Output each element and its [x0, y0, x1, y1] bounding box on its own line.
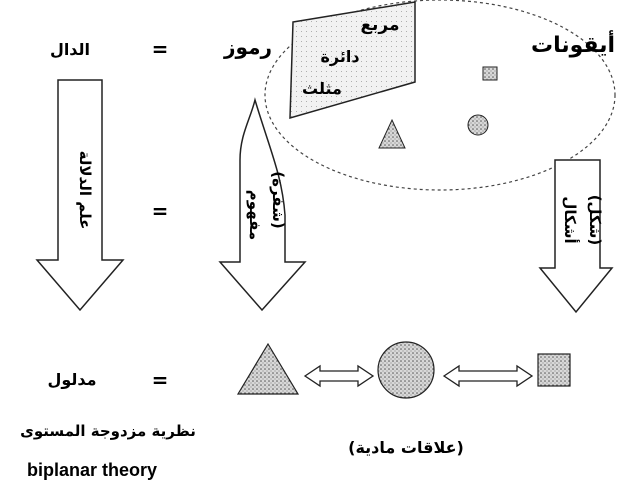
material-relations-caption: (علاقات مادية) [348, 438, 464, 457]
equals-middle: = [152, 199, 169, 223]
inset-box [289, 1, 416, 120]
code-arrow-label: (شفرة) [269, 171, 287, 228]
double-arrow-left [303, 364, 375, 388]
form-arrow-label: (شكل) [586, 195, 604, 246]
signifier-label: الدال [50, 40, 90, 59]
ellipse-circle-shape [467, 114, 489, 136]
form-arrow [538, 159, 614, 314]
semiology-arrow [35, 79, 125, 312]
code-arrow [218, 97, 307, 312]
inset-box-square: مربع [360, 15, 399, 35]
ellipse-square-shape [482, 66, 498, 81]
equals-top: = [152, 37, 169, 61]
semiology-arrow-label: علم الدلالة [76, 151, 94, 230]
abstract-arrow-label: مفهوم [246, 190, 264, 240]
inset-box-circle: دائرة [320, 47, 359, 66]
bottom-triangle [236, 342, 300, 395]
icons-ellipse [264, 0, 616, 191]
icons-label: أيقونات [531, 29, 615, 58]
bottom-square [537, 353, 571, 387]
bottom-circle [377, 341, 435, 399]
ellipse-triangle-shape [378, 118, 406, 149]
symbols-label: رموز [223, 35, 272, 59]
inset-box-triangle: مثلث [302, 79, 342, 98]
theory-caption-ar: نظرية مزدوجة المستوى [20, 422, 196, 440]
theory-caption-en: biplanar theory [27, 460, 157, 480]
double-arrow-right [442, 364, 534, 388]
equals-bottom: = [152, 368, 169, 392]
shapes-arrow-label: أشكال [561, 196, 580, 243]
signified-label: مدلول [47, 370, 96, 389]
